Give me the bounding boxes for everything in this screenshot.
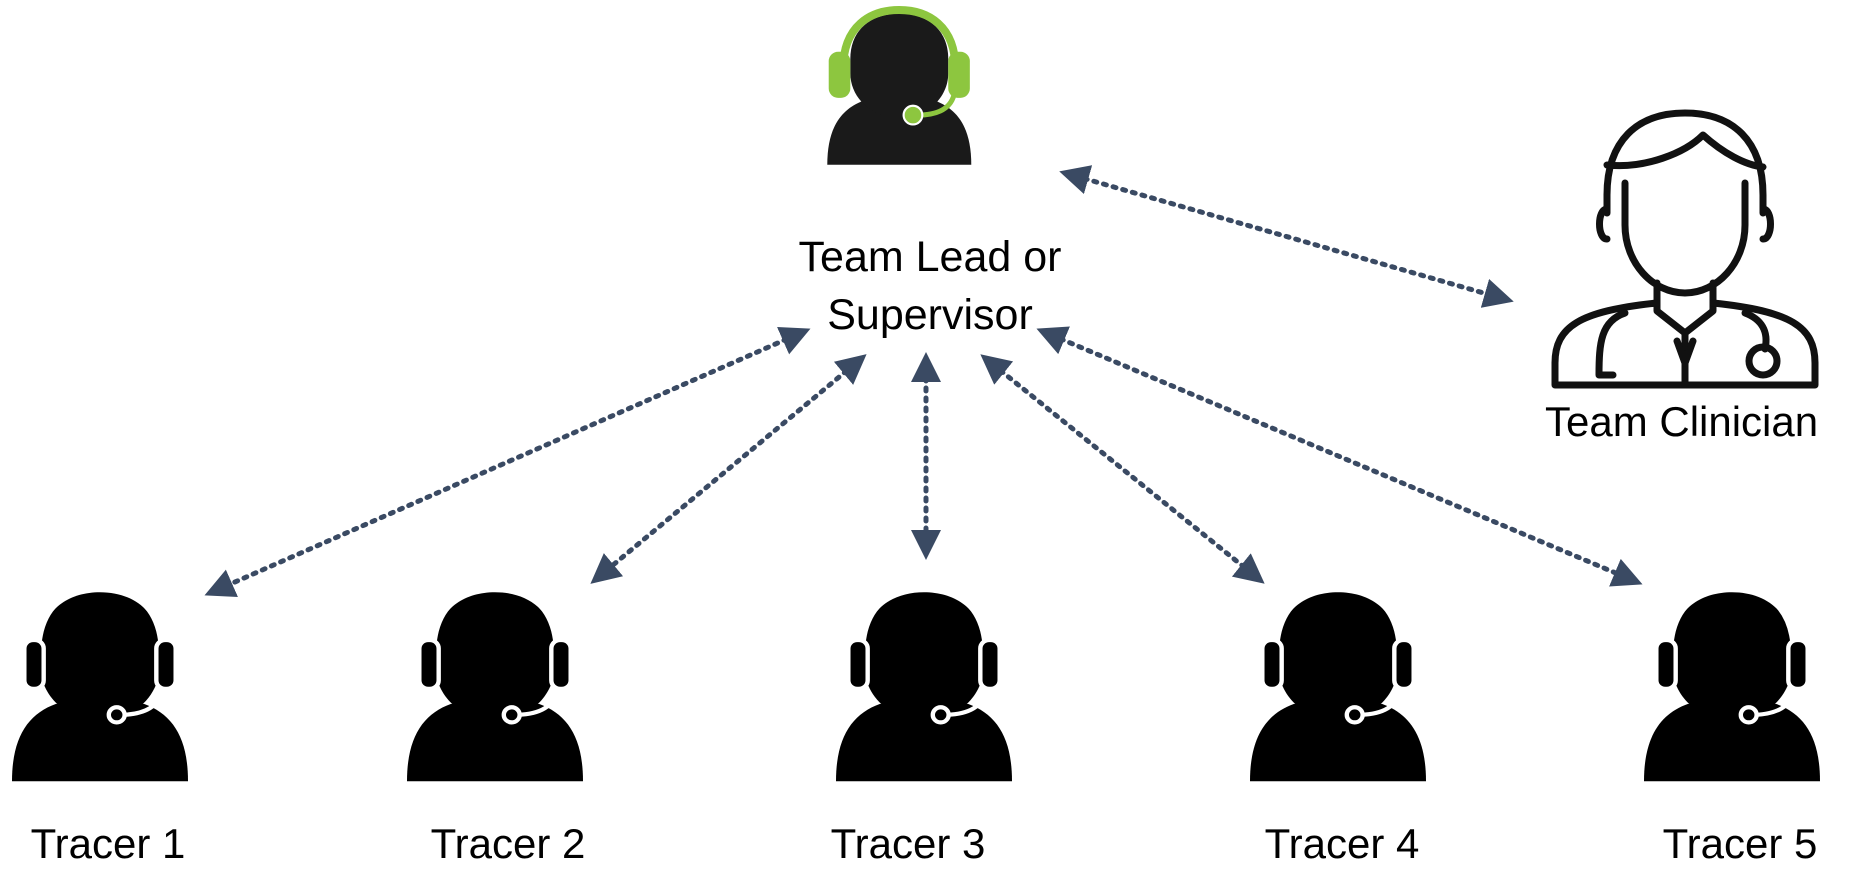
connector-lead-tracer-1 [204,326,811,598]
connectors [204,165,1643,598]
connector-lead-tracer-4 [980,354,1265,584]
team-lead-headset-icon [827,10,971,165]
tracer-3-label: Tracer 3 [830,820,986,867]
team-lead-label: Team Lead or Supervisor [730,228,1130,344]
connector-lead-tracer-5 [1036,326,1643,587]
team-lead-label-line1: Team Lead or [798,233,1062,281]
connector-lead-clinician [1059,165,1514,308]
tracer-2-headset-icon [407,588,583,781]
team-clinician-label: Team Clinician [1545,398,1819,445]
tracer-1-label: Tracer 1 [30,820,186,867]
tracer-4-headset-icon [1250,588,1426,781]
tracer-1-headset-icon [12,588,188,781]
tracer-2-label: Tracer 2 [430,820,586,867]
connector-lead-tracer-2 [590,354,867,584]
tracer-3-headset-icon [836,588,1012,781]
doctor-stethoscope-icon [1551,109,1819,389]
tracer-4-label: Tracer 4 [1264,820,1420,867]
tracer-5-headset-icon [1644,588,1820,781]
team-lead-label-line2: Supervisor [827,291,1033,339]
tracer-5-label: Tracer 5 [1662,820,1818,867]
